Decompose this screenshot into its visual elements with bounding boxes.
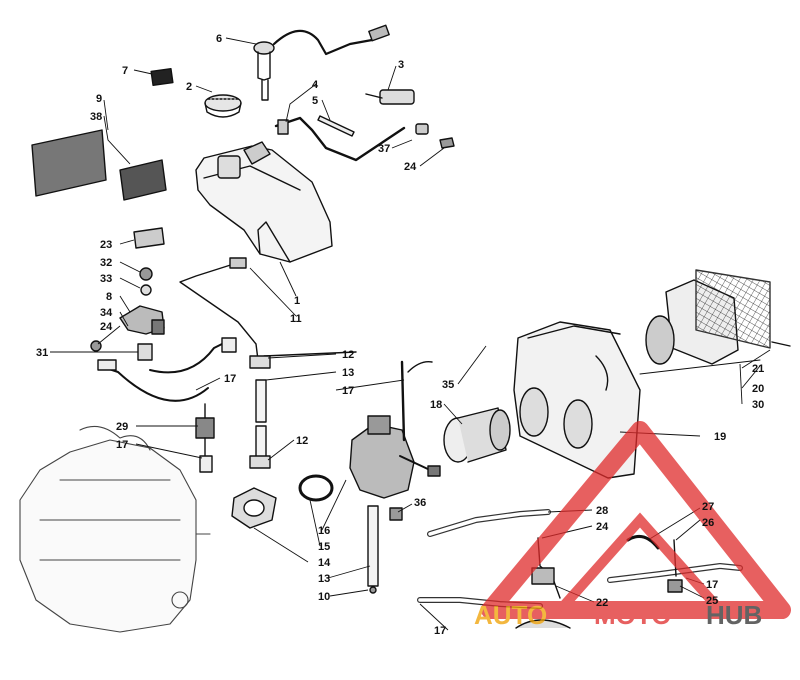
part-label-19: 19 [714,431,726,443]
engine-outline [19,425,211,633]
part-label-11: 11 [290,313,302,325]
part-label-20: 20 [752,383,764,395]
part-label-21: 21 [752,363,764,375]
part-label-4: 4 [312,79,319,91]
part-label-34: 34 [100,307,113,319]
fuel-cap [204,94,242,118]
vent-hose-fittings [274,89,455,162]
part-label-9: 9 [96,93,102,105]
part-label-33: 33 [100,273,112,285]
inline-fuel-filter [195,403,215,473]
part-label-17-bottom: 17 [434,625,446,637]
part-label-24-left: 24 [100,321,113,333]
part-label-31: 31 [36,347,48,359]
carburetor [349,360,441,521]
part-label-38: 38 [90,111,102,123]
part-label-17-right: 17 [706,579,718,591]
watermark-auto: AUTO [474,600,547,630]
part-label-18: 18 [430,399,442,411]
intake-screen-filter [639,269,791,375]
carb-drain-hose [367,505,379,594]
part-label-22: 22 [596,597,608,609]
watermark-hub: HUB [706,600,762,630]
air-silencer [513,321,641,479]
part-label-28: 28 [596,505,608,517]
part-label-15: 15 [318,541,330,553]
part-label-14: 14 [318,557,331,569]
carb-clamp [298,474,334,502]
intake-boot [443,407,511,463]
automotohub-logo: AUTO MOTO HUB [474,421,791,630]
fuel-tank [195,141,333,263]
part-label-10: 10 [318,591,330,603]
intake-flange [231,487,277,529]
part-label-3: 3 [398,59,404,71]
primer-assembly [90,227,237,402]
part-label-26: 26 [702,517,714,529]
part-label-13-top: 13 [342,367,354,379]
part-label-30: 30 [752,399,764,411]
part-number-callouts: 6 7 2 3 4 5 9 38 37 24 1 11 23 32 33 8 3… [36,33,764,637]
part-label-12-top: 12 [342,349,354,361]
part-label-29: 29 [116,421,128,433]
part-label-17-filter: 17 [116,439,128,451]
part-label-6: 6 [216,33,222,45]
part-label-17-carb: 17 [342,385,354,397]
leader-lines [50,37,771,631]
part-label-1: 1 [294,295,300,307]
part-label-35: 35 [442,379,454,391]
part-label-37: 37 [378,143,390,155]
part-label-12-bottom: 12 [296,435,308,447]
decal-panels [31,129,167,201]
part-label-36: 36 [414,497,426,509]
part-label-16: 16 [318,525,330,537]
part-label-23: 23 [100,239,112,251]
part-label-5: 5 [312,95,318,107]
part-label-25: 25 [706,595,718,607]
part-label-2: 2 [186,81,192,93]
part-label-7: 7 [122,65,128,77]
watermark-moto: MOTO [594,600,672,630]
part-label-8: 8 [106,291,112,303]
decal-gauge [150,67,174,87]
part-label-24-bottom: 24 [596,521,609,533]
fuel-lines [179,257,357,469]
part-label-32: 32 [100,257,112,269]
fuel-pump-assembly [253,24,390,101]
part-label-24-top: 24 [404,161,417,173]
part-label-17-left: 17 [224,373,236,385]
diagram-line-art [19,24,791,633]
part-label-13-bottom: 13 [318,573,330,585]
part-label-27: 27 [702,501,714,513]
